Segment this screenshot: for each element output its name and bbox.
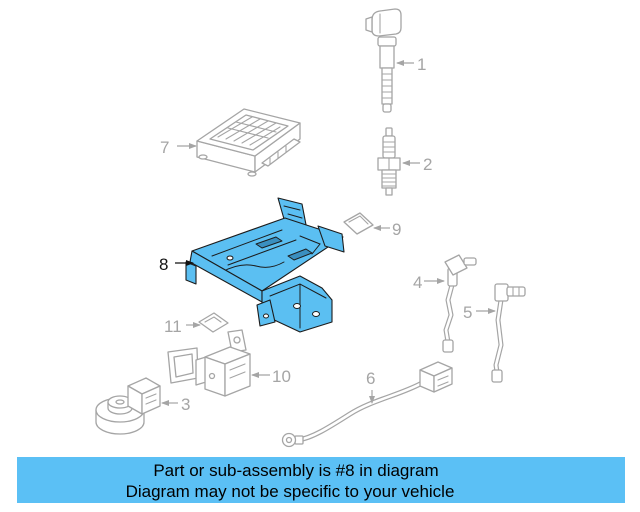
banner-line-part-number: Part or sub-assembly is #8 in diagram [153,461,438,480]
callout-8: 8 [159,255,168,274]
callout-10: 10 [272,367,291,386]
mounting-bracket-highlighted [185,197,345,333]
relay-bracket-part-10 [167,329,251,397]
small-clip-part-11 [198,312,229,333]
engine-control-module [196,108,301,177]
sensor-cable-part-6 [281,361,453,448]
callout-5: 5 [463,303,472,322]
banner-background [17,457,625,503]
callout-1: 1 [417,55,426,74]
ignition-coil [365,8,402,113]
callout-4: 4 [413,273,422,292]
callout-9: 9 [392,220,401,239]
banner-line-disclaimer: Diagram may not be specific to your vehi… [126,482,455,501]
callout-6: 6 [366,369,375,388]
callout-3: 3 [181,395,190,414]
spark-plug [377,127,401,196]
callout-11: 11 [164,317,182,336]
callout-2: 2 [423,155,432,174]
knock-sensor [95,377,161,435]
sensor-part-5 [491,283,526,383]
sensor-part-4 [442,254,477,353]
callout-7: 7 [160,138,169,157]
small-module-part-9 [343,212,374,235]
notice-banner: Part or sub-assembly is #8 in diagram Di… [17,457,625,503]
